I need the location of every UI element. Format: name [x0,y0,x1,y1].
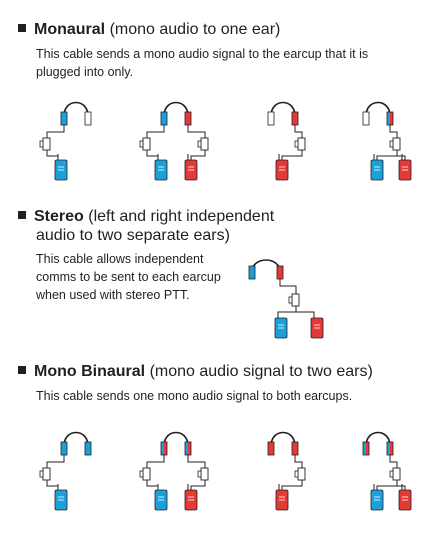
connector-icon [392,137,401,151]
earcup-icon [363,442,366,455]
binaural-diagram-3 [267,431,306,511]
earcup-icon [366,442,369,455]
headband-icon [270,431,296,447]
earcup-icon [362,111,370,126]
monaural-diagram-1 [39,101,92,181]
stereo-subtitle-line2: audio to two separate ears) [36,227,230,244]
earcup-icon [185,442,188,455]
stereo-diagram [248,259,324,339]
stereo-heading: Stereo (left and right independent [18,207,274,227]
earcup-icon [291,111,299,126]
earcup-icon [390,112,393,125]
connector-icon [200,137,209,151]
monaural-diagram-3 [267,101,306,181]
earcup-icon [60,111,68,126]
monaural-title: Monaural [34,21,106,38]
connector-icon [297,467,306,481]
headband-icon [163,101,189,117]
binaural-diagram-4 [362,431,412,511]
monaural-description: This cable sends a mono audio signal to … [36,47,369,79]
bullet-icon [18,211,26,219]
connector-icon [291,293,300,307]
mono-binaural-subtitle: (mono audio signal to two ears) [149,363,373,380]
connector-icon [142,467,151,481]
earcup-icon [390,442,393,455]
stereo-description: This cable allows independent comms to b… [36,252,221,302]
earcup-icon [160,111,168,126]
monaural-diagram-2 [139,101,209,181]
earcup-icon [188,442,191,455]
earcup-icon [84,441,92,456]
earcup-icon [184,111,192,126]
connector-icon [200,467,209,481]
earcup-icon [387,442,390,455]
mono-binaural-title: Mono Binaural [34,363,146,380]
mono-binaural-heading: Mono Binaural (mono audio signal to two … [18,362,373,382]
connector-icon [42,467,51,481]
connector-icon [42,137,51,151]
stereo-subtitle: (left and right independent [88,208,275,225]
headband-icon [63,101,89,117]
earcup-icon [291,441,299,456]
monaural-diagram-4 [362,101,412,181]
headband-icon [63,431,89,447]
earcup-icon [387,112,390,125]
earcup-icon [164,442,167,455]
connector-icon [142,137,151,151]
earcup-icon [276,265,284,280]
stereo-title: Stereo [34,208,84,225]
headband-icon [365,101,391,117]
headband-icon [163,431,189,447]
binaural-diagram-1 [39,431,92,511]
binaural-diagram-2 [139,431,209,511]
bullet-icon [18,24,26,32]
earcup-icon [60,441,68,456]
earcup-icon [267,111,275,126]
monaural-subtitle: (mono audio to one ear) [109,21,281,38]
connector-icon [392,467,401,481]
bullet-icon [18,366,26,374]
headband-icon [251,259,281,273]
earcup-icon [84,111,92,126]
headband-icon [270,101,296,117]
earcup-icon [161,442,164,455]
monaural-heading: Monaural (mono audio to one ear) [18,20,280,40]
earcup-icon [267,441,275,456]
mono-binaural-description: This cable sends one mono audio signal t… [36,389,353,403]
headband-icon [365,431,391,447]
connector-icon [297,137,306,151]
earcup-icon [248,265,256,280]
